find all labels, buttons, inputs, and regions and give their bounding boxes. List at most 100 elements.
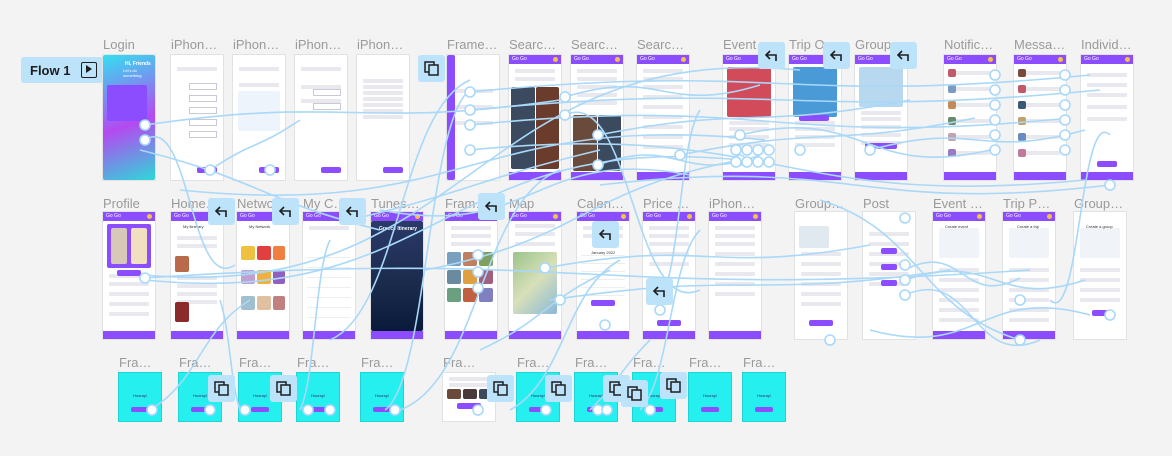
primary-button[interactable] (197, 167, 217, 173)
success-button[interactable] (309, 407, 327, 412)
input-field[interactable] (189, 107, 217, 114)
primary-button[interactable] (799, 115, 829, 121)
thumbnail-image (511, 87, 535, 169)
frame-iphone-2[interactable] (233, 55, 285, 180)
primary-button[interactable] (865, 143, 897, 149)
primary-button[interactable] (881, 248, 897, 254)
success-frame[interactable]: Hooray! (119, 373, 161, 421)
back-arrow-icon[interactable] (646, 278, 673, 305)
create-event-title: Create event (945, 224, 968, 229)
overlay-frame-icon[interactable] (621, 380, 648, 407)
back-arrow-icon[interactable] (208, 198, 235, 225)
success-frame[interactable]: Hooray! (689, 373, 731, 421)
success-button[interactable] (373, 407, 391, 412)
text-line (449, 377, 489, 381)
play-frame-icon[interactable] (81, 62, 97, 78)
primary-button[interactable] (657, 320, 681, 326)
success-frame[interactable]: Hooray! (297, 373, 339, 421)
overlay-frame-icon[interactable] (418, 55, 445, 82)
success-button[interactable] (191, 407, 209, 412)
overlay-frame-icon[interactable] (270, 375, 297, 402)
back-arrow-icon[interactable] (592, 221, 619, 248)
frame-frame-2[interactable]: Go Go (445, 212, 497, 339)
primary-button[interactable] (881, 280, 897, 286)
primary-button[interactable] (809, 320, 833, 326)
back-arrow-icon[interactable] (478, 193, 505, 220)
input-field[interactable] (189, 83, 217, 90)
connection-node[interactable] (559, 109, 571, 121)
back-arrow-icon[interactable] (890, 42, 917, 69)
tab-bar (509, 331, 561, 339)
primary-button[interactable] (1092, 310, 1108, 316)
overlay-frame-icon[interactable] (208, 375, 235, 402)
primary-button[interactable] (117, 270, 141, 276)
success-button[interactable] (587, 407, 605, 412)
input-field[interactable] (189, 119, 217, 126)
back-arrow-icon[interactable] (758, 42, 785, 69)
overlay-frame-icon[interactable] (545, 375, 572, 402)
frame-my-calendar[interactable]: Go Go (303, 212, 355, 339)
success-button[interactable] (701, 407, 719, 412)
app-name: Go Go (512, 213, 527, 219)
frame-iphone-3[interactable] (295, 55, 347, 180)
success-button[interactable] (645, 407, 663, 412)
frame-price[interactable]: Go Go (643, 212, 695, 339)
back-arrow-icon[interactable] (272, 198, 299, 225)
primary-button[interactable] (383, 167, 403, 173)
primary-button[interactable] (321, 167, 341, 173)
input-field[interactable] (189, 95, 217, 102)
text-line (649, 226, 689, 230)
back-arrow-icon[interactable] (823, 42, 850, 69)
frame-post[interactable] (863, 212, 915, 339)
frame-map[interactable]: Go Go (509, 212, 561, 339)
connection-node[interactable] (1104, 179, 1116, 191)
frame-search-1[interactable]: Go Go (509, 55, 561, 180)
success-button[interactable] (529, 407, 547, 412)
connection-node[interactable] (559, 91, 571, 103)
overlay-frame-icon[interactable] (660, 372, 687, 399)
primary-button[interactable] (591, 300, 615, 306)
frame-frame[interactable] (447, 55, 499, 180)
thumbnail-image (241, 246, 255, 260)
primary-button[interactable] (457, 403, 481, 409)
frame-individual-chat[interactable]: Go Go (1081, 55, 1133, 180)
frame-group-create[interactable]: Create a group (1074, 212, 1126, 339)
success-button[interactable] (131, 407, 149, 412)
back-arrow-icon[interactable] (339, 198, 366, 225)
primary-button[interactable] (881, 264, 897, 270)
frame-group-2[interactable] (795, 212, 847, 339)
primary-button[interactable] (259, 167, 279, 173)
frame-group[interactable]: Go Go (855, 55, 907, 180)
frame-iphone-4[interactable] (357, 55, 409, 180)
input-field[interactable] (313, 103, 341, 110)
input-field[interactable] (313, 89, 341, 96)
success-frame[interactable]: Hooray! (361, 373, 403, 421)
frame-messages[interactable]: Go Go (1014, 55, 1066, 180)
primary-button[interactable] (1097, 161, 1117, 167)
overlay-frame-icon[interactable] (487, 375, 514, 402)
input-field[interactable] (189, 131, 217, 138)
frame-notifications[interactable]: Go Go (944, 55, 996, 180)
thumbnail-image (1018, 69, 1026, 77)
frame-profile[interactable]: Go Go (103, 212, 155, 339)
thumbnail-image (238, 91, 280, 131)
success-button[interactable] (251, 407, 269, 412)
frame-iphone-1[interactable] (171, 55, 223, 180)
text-line (643, 105, 683, 109)
flow-starting-point[interactable]: Flow 1 (21, 57, 103, 83)
frame-event[interactable]: Go Go (723, 55, 775, 180)
frame-search-2[interactable]: Go Go (571, 55, 623, 180)
frame-iphone-5[interactable]: Go Go (709, 212, 761, 339)
frame-search-3[interactable]: Go Go (637, 55, 689, 180)
frame-trip-overview[interactable]: Go Go (789, 55, 841, 180)
success-button[interactable] (755, 407, 773, 412)
success-frame[interactable]: Hooray! (743, 373, 785, 421)
thumbnail-image (536, 87, 559, 169)
